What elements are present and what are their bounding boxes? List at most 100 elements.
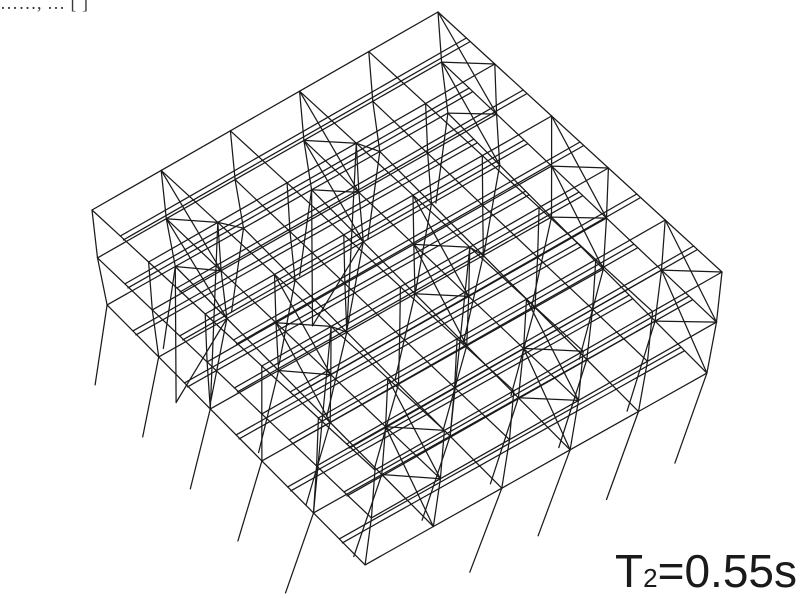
secondary-beam-238 <box>399 87 470 128</box>
brace-473 <box>209 221 219 410</box>
secondary-beam-272 <box>412 412 483 454</box>
ground-column-404 <box>189 408 211 490</box>
secondary-beam-190 <box>176 247 247 289</box>
floor-beam-120 <box>106 265 176 306</box>
brace-457 <box>522 347 584 352</box>
floor-beam-20 <box>317 377 389 419</box>
floor-beam-65 <box>151 270 222 311</box>
floor-beam-131 <box>277 331 348 372</box>
secondary-beam-191 <box>179 251 250 293</box>
secondary-beam-215 <box>431 276 502 318</box>
ground-column-409 <box>257 369 280 454</box>
secondary-beam-231 <box>127 248 198 289</box>
floor-beam-72 <box>344 243 415 285</box>
secondary-beam-263 <box>360 364 431 406</box>
secondary-beam-281 <box>135 295 205 336</box>
secondary-beam-324 <box>475 423 545 463</box>
brace-459 <box>517 397 580 402</box>
secondary-beam-223 <box>418 368 490 410</box>
floor-beam-15 <box>261 325 332 367</box>
floor-beam-1 <box>160 130 232 172</box>
brace-449 <box>303 139 357 144</box>
secondary-beam-207 <box>443 184 515 226</box>
column-332 <box>204 313 208 363</box>
column-386 <box>413 243 416 295</box>
ground-column-434 <box>626 320 656 412</box>
secondary-beam-291 <box>186 347 257 388</box>
period-value: =0.55s <box>657 545 797 597</box>
secondary-beam-282 <box>200 253 270 294</box>
secondary-beam-315 <box>426 375 497 415</box>
floor-beam-11 <box>273 234 345 276</box>
secondary-beam-273 <box>415 416 486 458</box>
floor-beam-78 <box>468 256 539 298</box>
column-371 <box>364 517 373 566</box>
secondary-beam-260 <box>288 400 359 441</box>
column-383 <box>501 438 511 489</box>
secondary-beam-216 <box>497 232 569 274</box>
secondary-beam-220 <box>346 403 417 445</box>
floor-beam-127 <box>294 241 364 281</box>
period-subscript: 2 <box>643 563 658 593</box>
ground-column-430 <box>435 112 449 204</box>
secondary-beam-254 <box>371 269 442 311</box>
secondary-beam-316 <box>491 332 562 373</box>
floor-beam-124 <box>379 112 449 153</box>
brace-455 <box>414 293 470 298</box>
floor-beam-16 <box>330 286 402 328</box>
secondary-beam-218 <box>566 193 638 235</box>
floor-beam-125 <box>158 317 228 358</box>
ground-column-403 <box>142 356 160 438</box>
secondary-beam-318 <box>560 294 630 335</box>
ground-column-422 <box>489 397 520 485</box>
period-symbol: T <box>615 545 644 597</box>
floor-beam-149 <box>637 372 708 413</box>
floor-beam-18 <box>469 206 540 248</box>
ground-column-420 <box>394 293 416 381</box>
secondary-beam-192 <box>245 208 317 250</box>
secondary-beam-326 <box>543 384 614 425</box>
secondary-beam-323 <box>409 465 480 506</box>
secondary-beam-311 <box>290 451 360 492</box>
brace-474 <box>330 325 348 333</box>
secondary-beam-297 <box>391 232 462 273</box>
secondary-beam-277 <box>553 338 624 380</box>
column-342 <box>229 130 236 181</box>
column-348 <box>298 90 305 142</box>
column-343 <box>286 182 291 233</box>
secondary-beam-322 <box>406 461 477 502</box>
secondary-beam-182 <box>188 156 260 198</box>
floor-beam-141 <box>381 435 451 476</box>
secondary-beam-230 <box>124 244 195 285</box>
secondary-beam-185 <box>261 120 332 162</box>
secondary-beam-309 <box>511 246 582 287</box>
secondary-beam-295 <box>323 271 393 311</box>
floor-beam-122 <box>242 189 313 229</box>
brace-439 <box>174 265 222 272</box>
ground-column-429 <box>605 410 640 501</box>
floor-beam-87 <box>508 399 580 441</box>
floor-beam-24 <box>595 219 666 261</box>
column-401 <box>706 321 718 374</box>
mode-period-label: T2=0.55s <box>615 548 797 594</box>
ground-brace-480 <box>174 265 177 404</box>
secondary-beam-289 <box>407 142 478 183</box>
floor-beam-128 <box>362 202 433 243</box>
secondary-beam-320 <box>338 499 409 540</box>
secondary-beam-246 <box>385 178 456 220</box>
secondary-beam-268 <box>564 243 635 284</box>
column-389 <box>569 399 580 451</box>
floor-beam-3 <box>298 50 370 92</box>
secondary-beam-285 <box>271 219 342 259</box>
secondary-beam-181 <box>122 199 194 241</box>
ground-column-405 <box>237 460 263 542</box>
floor-beam-64 <box>372 61 443 102</box>
column-377 <box>432 478 442 528</box>
secondary-beam-251 <box>236 352 308 393</box>
secondary-beam-279 <box>622 299 693 340</box>
floor-beam-7 <box>286 142 357 184</box>
floor-beam-0 <box>91 169 162 211</box>
column-340 <box>384 377 389 428</box>
floor-beam-63 <box>303 100 374 142</box>
ground-column-408 <box>210 317 228 402</box>
